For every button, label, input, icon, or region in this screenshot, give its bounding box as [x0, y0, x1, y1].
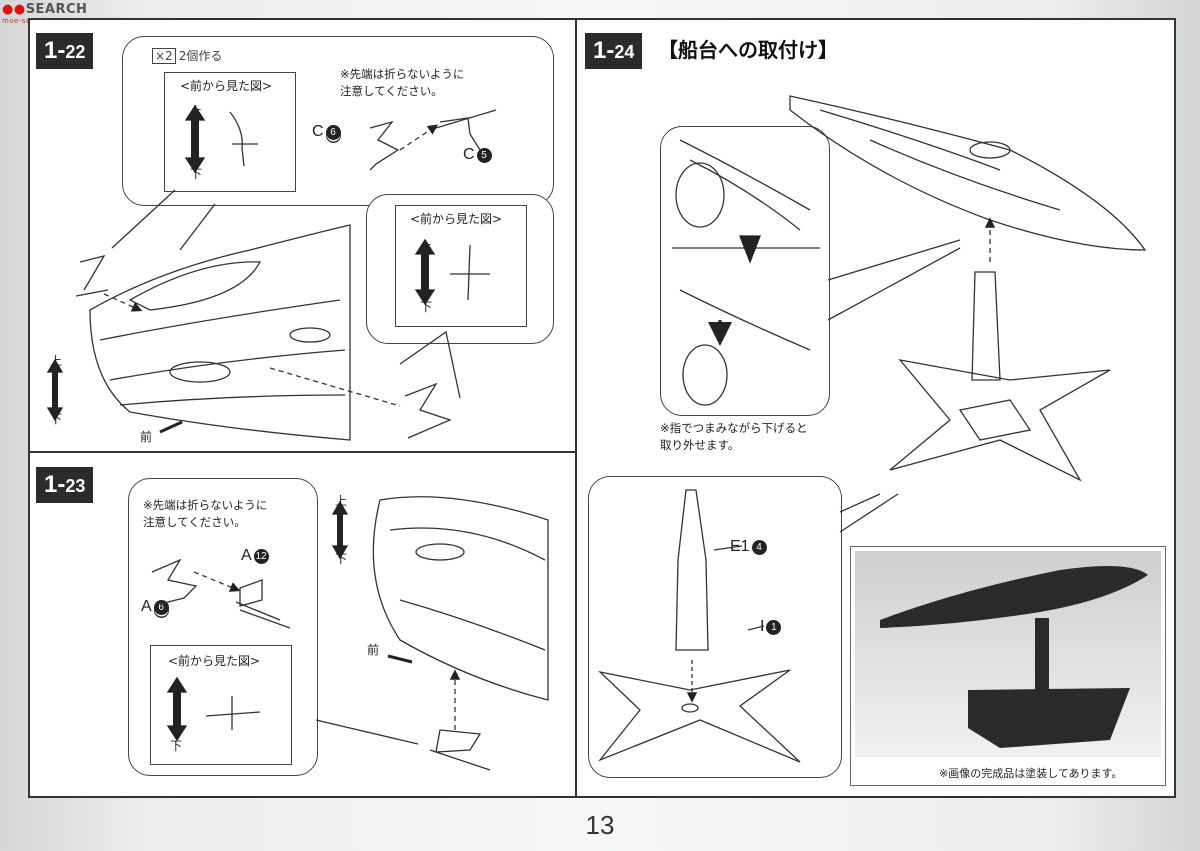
- down-label-4: 下: [170, 739, 183, 753]
- front-view-title-3: <前から見た図>: [168, 654, 261, 668]
- front-view-title: <前から見た図>: [180, 79, 273, 93]
- step-title: 【船台への取付け】: [658, 38, 838, 62]
- step-badge-1-24: 1-24: [585, 33, 643, 69]
- caution-note-2: ※先端は折らないように 注意してください。: [143, 498, 268, 529]
- caution-note: ※先端は折らないように 注意してください。: [340, 67, 465, 98]
- front-label: 前: [140, 430, 153, 444]
- stand-bubble: [588, 476, 842, 778]
- front-view-title-2: <前から見た図>: [410, 212, 503, 226]
- divider-vertical: [575, 18, 577, 798]
- removal-note: ※指でつまみながら下げると 取り外せます。: [660, 421, 808, 452]
- front-view-box-1: [164, 72, 296, 192]
- page-number: 13: [585, 810, 615, 840]
- divider-horizontal: [28, 451, 576, 453]
- front-view-box-2: [395, 205, 527, 327]
- front-label-2: 前: [367, 643, 380, 657]
- down-label: 下: [190, 167, 203, 181]
- step-badge-1-23: 1-23: [36, 467, 94, 503]
- down-label-2: 下: [420, 300, 433, 314]
- photo-caption: ※画像の完成品は塗装してあります。: [939, 767, 1123, 780]
- step-badge-1-22: 1-22: [36, 33, 94, 69]
